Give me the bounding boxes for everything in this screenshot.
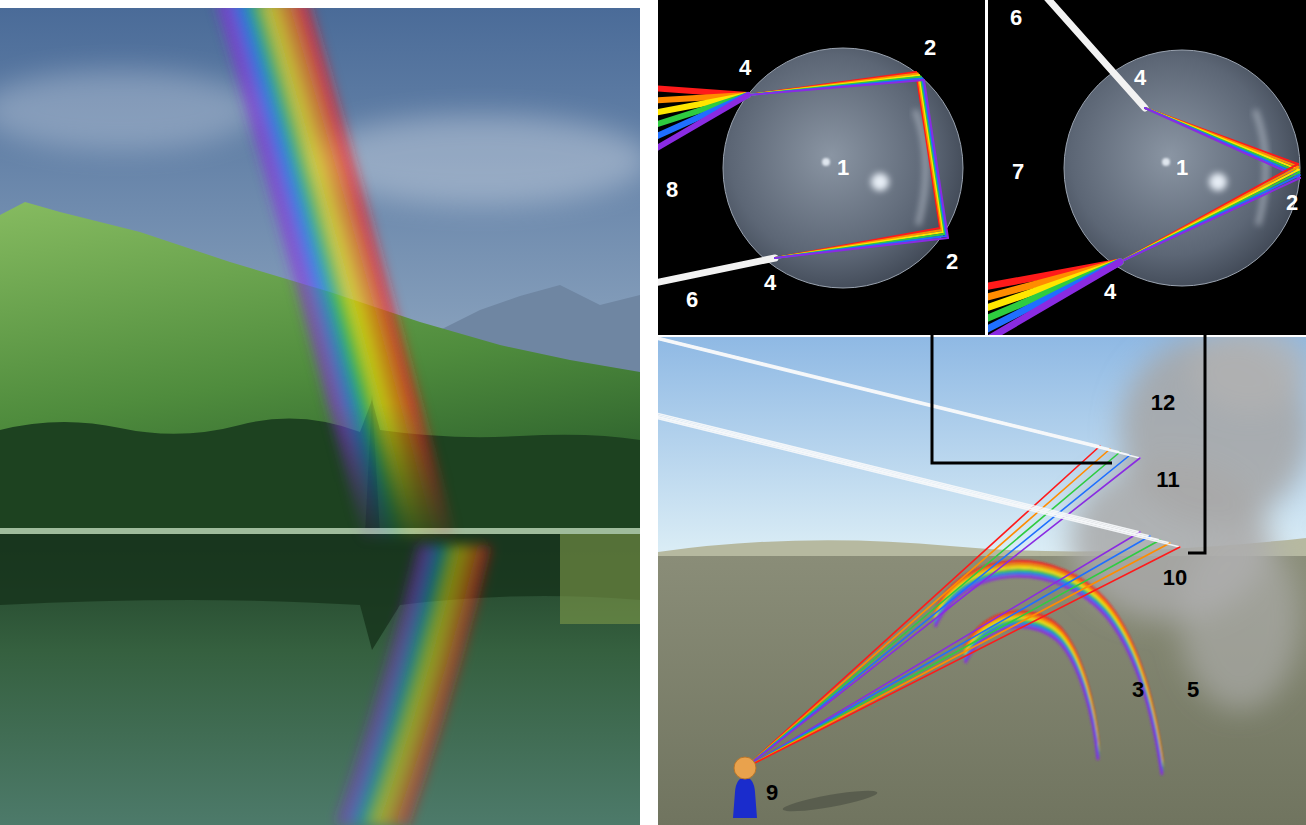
callout-number: 11	[1156, 469, 1179, 491]
rainbow-band	[299, 8, 447, 540]
light-ray	[745, 455, 1130, 768]
bracket-line	[932, 335, 1112, 463]
sunlight-ray	[658, 409, 1140, 532]
sunlight-ray	[658, 337, 1140, 458]
droplet-glint	[1162, 158, 1170, 166]
rainbow-band	[269, 8, 417, 540]
droplet-glint	[871, 173, 889, 191]
light-ray	[1120, 170, 1299, 262]
water-droplet	[1064, 50, 1300, 286]
cloud-puff	[1190, 337, 1306, 415]
light-ray	[748, 80, 924, 95]
callout-number: 6	[1010, 7, 1022, 29]
droplet-glint	[1209, 173, 1227, 191]
lake	[0, 534, 640, 825]
light-ray	[745, 543, 1170, 768]
light-ray	[745, 536, 1150, 768]
sunlight-ray	[658, 414, 1180, 547]
rainbow-band	[390, 545, 473, 825]
callout-number: 12	[1151, 392, 1175, 414]
light-ray	[1120, 175, 1300, 262]
observer-shadow	[782, 787, 879, 815]
observer-body	[733, 777, 757, 818]
light-ray	[745, 540, 1160, 768]
droplet-glint	[1255, 110, 1266, 225]
water-droplet	[723, 48, 963, 288]
callout-number: 7	[1012, 161, 1024, 183]
light-ray	[745, 458, 1140, 768]
rainbow	[224, 8, 447, 540]
light-ray	[745, 452, 1120, 768]
callout-number: 2	[1286, 192, 1298, 214]
callout-number: 4	[764, 272, 776, 294]
light-ray	[1120, 172, 1299, 262]
cloud	[0, 70, 260, 150]
light-ray	[745, 449, 1110, 768]
forest-reflection	[0, 534, 640, 650]
light-ray	[922, 78, 946, 236]
rainbow-band	[935, 561, 1162, 760]
callout-number: 1	[837, 157, 849, 179]
sunlight-ray	[658, 258, 775, 286]
light-ray	[745, 547, 1180, 768]
observer-head	[734, 757, 756, 779]
light-ray	[924, 80, 948, 238]
droplet-glint	[822, 158, 830, 166]
rainbow-reflection	[342, 545, 485, 825]
callout-number: 6	[686, 289, 698, 311]
rainbow-band	[935, 570, 1162, 769]
bracket-line	[1188, 335, 1205, 553]
droplet-panel	[658, 48, 963, 288]
reeds	[560, 534, 640, 624]
rainbow-photo	[0, 8, 640, 825]
rainbow-band	[284, 8, 432, 540]
light-ray	[745, 532, 1140, 768]
light-ray	[988, 262, 1120, 335]
rainbow-scene	[658, 337, 1306, 825]
panel-background	[658, 0, 985, 335]
light-ray	[775, 238, 948, 258]
callout-number: 5	[1187, 679, 1199, 701]
callout-number: 3	[1132, 679, 1144, 701]
light-ray	[918, 74, 942, 230]
rainbow-band	[935, 573, 1162, 772]
sunlight-ray	[1040, 0, 1145, 108]
callout-number: 4	[1104, 281, 1116, 303]
sunlight-ray	[658, 337, 1130, 455]
light-ray	[916, 72, 940, 228]
light-ray	[919, 75, 943, 232]
callout-number: 10	[1163, 567, 1187, 589]
callout-number: 4	[1134, 67, 1146, 89]
rainbow-band	[935, 567, 1162, 766]
sunlight-ray	[658, 413, 1170, 543]
callout-number: 1	[1176, 157, 1188, 179]
callout-number: 8	[666, 179, 678, 201]
forest	[0, 400, 640, 535]
rainbow-band	[402, 545, 485, 825]
light-ray	[658, 95, 748, 152]
light-ray	[745, 446, 1100, 768]
light-ray	[1120, 167, 1298, 262]
callout-number: 9	[766, 782, 778, 804]
droplet-panel	[988, 0, 1300, 335]
rainbow-band	[935, 576, 1162, 775]
primary-rainbow-arc	[965, 612, 1098, 760]
callout-number: 2	[946, 251, 958, 273]
light-ray	[921, 77, 945, 234]
cloud-puff	[1180, 530, 1300, 710]
rainbow-band	[965, 624, 1098, 757]
callout-number: 2	[924, 37, 936, 59]
sunlight-ray	[658, 412, 1160, 540]
light-ray	[1120, 164, 1298, 262]
shore	[0, 528, 640, 534]
light-ray	[1145, 108, 1300, 178]
callout-number: 4	[739, 57, 751, 79]
sunlight-ray	[658, 411, 1150, 536]
light-ray	[1120, 178, 1300, 262]
